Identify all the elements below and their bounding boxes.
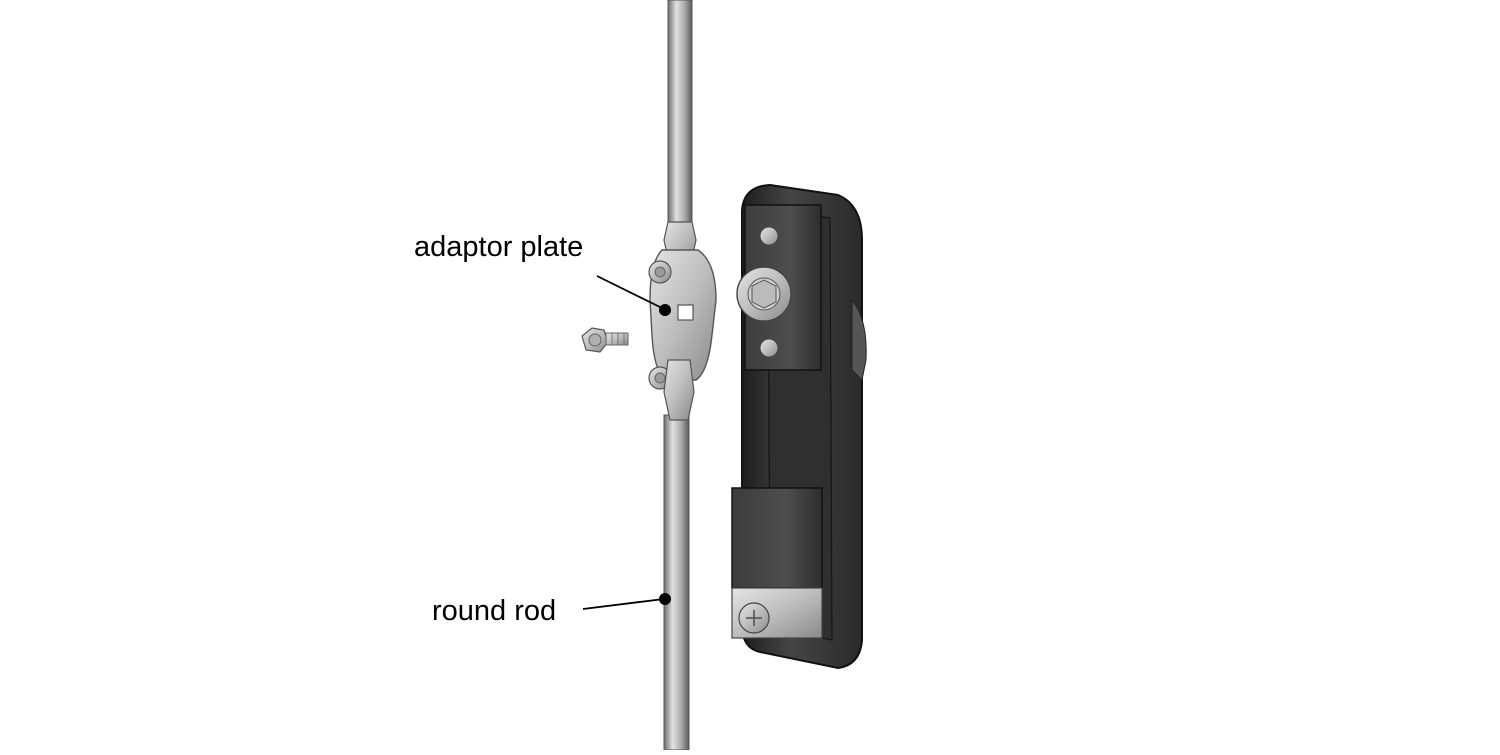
hex-screw <box>581 327 629 353</box>
leader-round-rod <box>582 593 671 610</box>
round-rod <box>663 0 693 751</box>
label-round-rod: round rod <box>432 595 557 627</box>
leader-adaptor-plate <box>596 275 671 316</box>
label-adaptor-plate: adaptor plate <box>414 231 584 263</box>
adaptor-plate <box>648 221 717 421</box>
handle-lock <box>731 183 867 670</box>
